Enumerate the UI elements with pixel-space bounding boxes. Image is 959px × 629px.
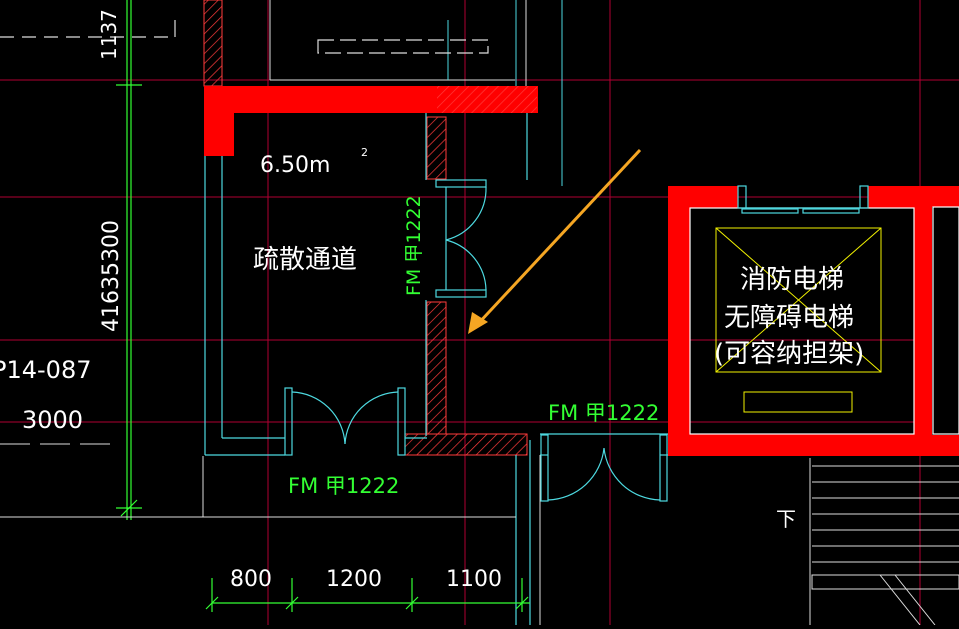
left-dimension-lines <box>116 0 142 520</box>
door-bottom <box>284 387 406 456</box>
dashed-outline-left <box>0 20 176 38</box>
elevator-door <box>737 185 869 214</box>
dimension-vertical-mid: 41635300 <box>99 220 124 332</box>
door-tag-bottom: FM 甲1222 <box>288 474 399 498</box>
door-tag-vertical: FM 甲1222 <box>403 195 425 296</box>
elevator-cab <box>715 227 882 413</box>
leader-arrow <box>468 148 642 334</box>
area-value: 6.50m <box>260 153 330 178</box>
stair <box>809 458 959 626</box>
left-value-label: 3000 <box>22 406 83 434</box>
dimension-vertical-top: 1137 <box>97 9 121 60</box>
elevator-label-line2: 无障碍电梯 <box>724 303 854 333</box>
elevator-label-line1: 消防电梯 <box>740 265 844 295</box>
adjacent-shaft <box>932 206 959 435</box>
misc-lines <box>0 455 541 625</box>
corridor-label: 疏散通道 <box>253 245 357 275</box>
door-right <box>540 434 668 502</box>
area-superscript: 2 <box>361 146 368 159</box>
hatched-walls <box>404 86 537 456</box>
stair-direction-label: 下 <box>776 507 796 531</box>
bottom-dimension-line <box>205 578 530 612</box>
dimension-1200: 1200 <box>326 567 382 592</box>
door-vertical <box>435 179 487 298</box>
door-tag-right: FM 甲1222 <box>548 401 659 425</box>
elevator-label-line3: (可容纳担架) <box>714 339 864 369</box>
left-code-label: P14-087 <box>0 356 91 384</box>
corridor-outline <box>204 113 668 625</box>
top-structure <box>203 0 527 87</box>
dimension-800: 800 <box>230 567 272 592</box>
elevator-gap <box>932 207 959 435</box>
dimension-1100: 1100 <box>446 567 502 592</box>
